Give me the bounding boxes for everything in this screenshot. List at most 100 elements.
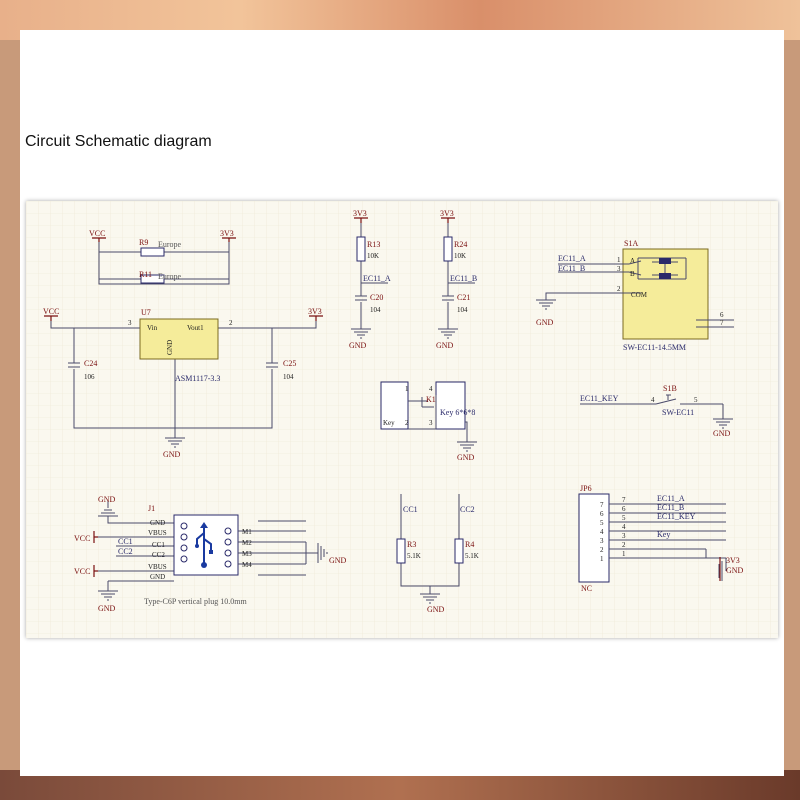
jp6-pin-label: 2 (622, 541, 626, 549)
j1-pin-m2: M2 (242, 539, 252, 547)
r11-label: R11 (139, 270, 152, 279)
c24-value: 106 (84, 373, 95, 381)
usb-ref: J1 (148, 504, 155, 513)
schematic-sheet: VCC 3V3 R9 Europe R11 Europe VCC 3V3 U7 … (26, 201, 778, 638)
u7-pin-vin: Vin (147, 324, 158, 332)
gnd-label-top: GND (98, 495, 116, 504)
cc-net-cc1: CC1 (403, 505, 418, 514)
3v3-label: 3V3 (440, 209, 454, 218)
pullup-a-block: 3V3 R13 10K EC11_A C20 104 GND (349, 209, 391, 350)
regulator-block: VCC 3V3 U7 Vin Vout1 GND 3 2 ASM1117-3.3… (43, 307, 323, 459)
usb-net-cc1: CC1 (118, 537, 133, 546)
jp6-pinnum: 3 (600, 537, 604, 545)
r4-value: 5.1K (465, 552, 479, 560)
usb-part: Type-C6P vertical plug 10.0mm (144, 597, 247, 606)
gnd-label: GND (349, 341, 367, 350)
j1-pin-m3: M3 (242, 550, 252, 558)
usb-block: GND VCC VCC CC1 CC2 GND J1 GND VBUS CC1 … (74, 495, 347, 613)
s1a-part: SW-EC11-14.5MM (623, 343, 686, 352)
k1-pin1: 1 (405, 385, 409, 393)
s1a-pin7: 7 (720, 319, 724, 327)
usb-icon (195, 522, 213, 568)
jp6-pinnum: 4 (600, 528, 604, 536)
s1a-pin-a: A (630, 257, 635, 265)
u7-pin-vout: Vout1 (187, 324, 204, 332)
u7-pin2: 2 (229, 319, 233, 327)
r9-body (140, 247, 165, 257)
s1a-net-b: EC11_B (558, 264, 585, 273)
r24-body (443, 236, 453, 262)
s1a-net-a: EC11_A (558, 254, 586, 263)
jp6-net: EC11_B (657, 503, 684, 512)
r9-note: Europe (158, 240, 182, 249)
gnd-label: GND (726, 566, 744, 575)
j1-pad (180, 533, 188, 541)
u7-pin3: 3 (128, 319, 132, 327)
j1-pad (224, 560, 232, 568)
gnd-label: GND (329, 556, 347, 565)
usb-net-cc2: CC2 (118, 547, 133, 556)
s1a-pin1: 1 (617, 256, 621, 264)
s1b-part: SW-EC11 (662, 408, 694, 417)
u7-part: ASM1117-3.3 (175, 374, 220, 383)
encoder-block: S1A EC11_A EC11_B 1 3 2 A B COM 6 7 SW-E… (536, 239, 734, 352)
c25-label: C25 (283, 359, 296, 368)
r13-body (356, 236, 366, 262)
jp6-net: Key (657, 530, 670, 539)
jp6-body (578, 493, 610, 583)
pullup-b-block: 3V3 R24 10K EC11_B C21 104 GND (436, 209, 477, 350)
j1-pin-2: VBUS (148, 529, 167, 537)
jp6-pin-label: 1 (622, 550, 626, 558)
u7-ref: U7 (141, 308, 151, 317)
k1-right-frame (435, 381, 466, 430)
u7-body (139, 318, 219, 360)
j1-pad (180, 544, 188, 552)
r11-body (140, 274, 165, 284)
s1a-pin-com: COM (631, 291, 648, 299)
c20-value: 104 (370, 306, 381, 314)
jp6-pin-label: 4 (622, 523, 626, 531)
pullup-b-net: EC11_B (450, 274, 477, 283)
c25-value: 104 (283, 373, 294, 381)
r11-note: Europe (158, 272, 182, 281)
jp6-ref: JP6 (580, 484, 592, 493)
s1a-pin-b: B (630, 270, 635, 278)
gnd-label: GND (457, 453, 475, 462)
k1-ref: K1 (426, 395, 436, 404)
s1b-pin5: 5 (694, 396, 698, 404)
r24-label: R24 (454, 240, 467, 249)
j1-pin-6: GND (150, 573, 165, 581)
jp6-pin-label: 3 (622, 532, 626, 540)
gnd-label: GND (163, 450, 181, 459)
s1b-ref: S1B (663, 384, 677, 393)
s1a-pin6: 6 (720, 311, 724, 319)
jp6-net: EC11_A (657, 494, 685, 503)
j1-pin-5: VBUS (148, 563, 167, 571)
j1-pad (180, 555, 188, 563)
k1-pin4: 4 (429, 385, 433, 393)
jp6-pinnum: 5 (600, 519, 604, 527)
vcc-label: VCC (89, 229, 105, 238)
page-heading: Circuit Schematic diagram (25, 133, 212, 150)
c24-label: C24 (84, 359, 97, 368)
cc-resistor-block: CC1 CC2 R3 5.1K R4 5.1K GND (396, 494, 479, 614)
j1-pin-3: CC1 (152, 541, 165, 549)
gnd-label: GND (427, 605, 445, 614)
r24-value: 10K (454, 252, 466, 260)
header-block: JP6 7 6 5 4 3 2 1 7 6 5 4 3 2 1 EC11_A E… (578, 484, 744, 593)
3v3-label: 3V3 (353, 209, 367, 218)
s1b-net: EC11_KEY (580, 394, 619, 403)
vcc-label-2: VCC (74, 567, 90, 576)
j1-pad (224, 538, 232, 546)
gnd-label: GND (436, 341, 454, 350)
r9-label: R9 (139, 238, 148, 247)
k1-pin2: 2 (405, 419, 409, 427)
u7-pin-gnd: GND (166, 340, 174, 355)
schematic-svg: VCC 3V3 R9 Europe R11 Europe VCC 3V3 U7 … (26, 201, 778, 638)
c21-value: 104 (457, 306, 468, 314)
k1-left-frame (380, 381, 409, 430)
j1-pin-4: CC2 (152, 551, 165, 559)
s1a-contact-top (659, 258, 671, 264)
pullup-a-net: EC11_A (363, 274, 391, 283)
jp6-nc: NC (581, 584, 592, 593)
